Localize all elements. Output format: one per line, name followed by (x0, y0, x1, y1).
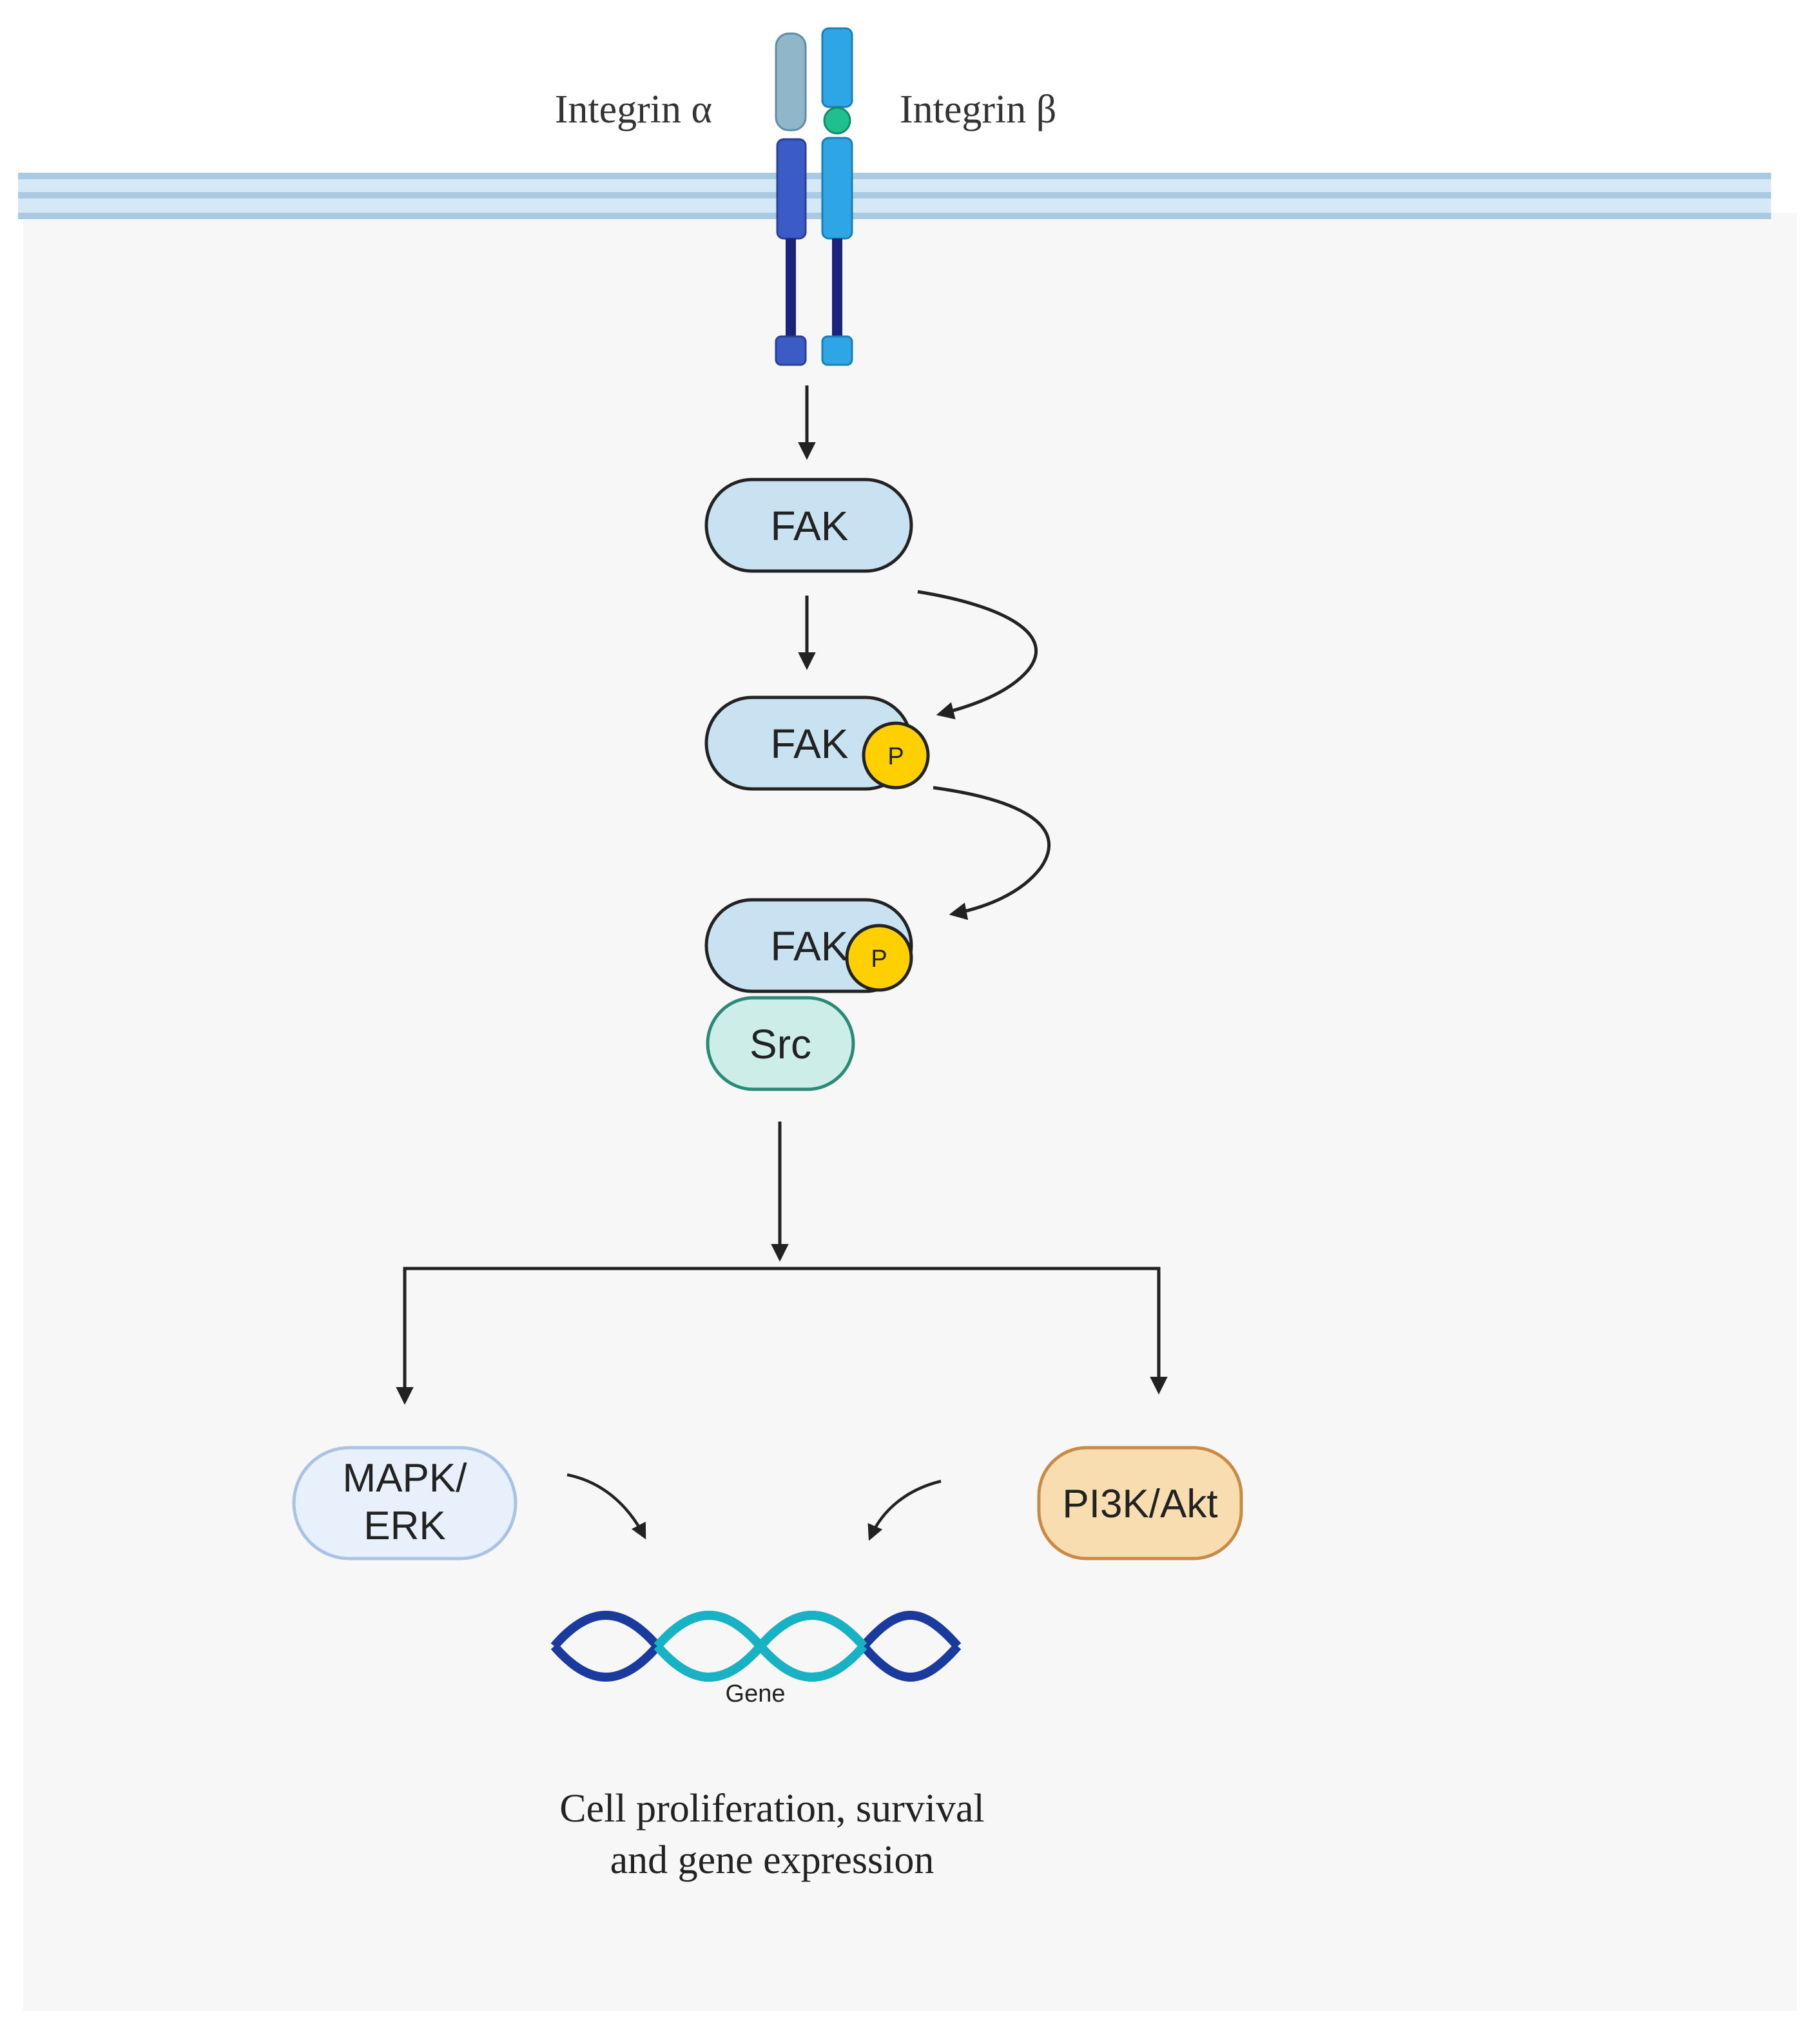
fak-src-fak-label: FAK (771, 923, 849, 969)
src-recruitment-arrow (933, 786, 1050, 920)
gene-label: Gene (726, 1680, 786, 1707)
cytoplasm (23, 213, 1797, 2011)
arrow-pi3k-to-gene (867, 1479, 942, 1541)
pfak-label: FAK (771, 721, 849, 767)
phosphate-icon (845, 924, 913, 992)
phosphorylated-fak-node: FAK P (704, 695, 930, 791)
binding-site-icon (823, 106, 851, 135)
integrin-alpha-receptor (775, 32, 807, 366)
phosphate-icon (862, 721, 930, 790)
arrow-mapk-to-gene (566, 1473, 646, 1540)
integrin-alpha-label: Integrin α (555, 88, 712, 131)
phosphate-label: P (887, 743, 904, 770)
src-node (706, 996, 855, 1091)
integrin-beta-receptor (821, 27, 853, 366)
autophosphorylation-arrow (917, 590, 1038, 720)
branch-arrows (396, 1122, 1168, 1405)
cell-membrane (18, 173, 1771, 219)
fak-label: FAK (771, 503, 849, 549)
phosphate-label: P (871, 946, 887, 973)
pi3k-akt-node: PI3K/Akt (1037, 1446, 1243, 1560)
mapk-label-line2: ERK (363, 1504, 445, 1548)
outcome-line1: Cell proliferation, survival (559, 1787, 984, 1831)
fak-node: FAK (704, 478, 913, 573)
mapk-erk-node: MAPK/ ERK (292, 1446, 518, 1560)
src-label: Src (750, 1021, 811, 1067)
mapk-label-line1: MAPK/ (343, 1456, 468, 1501)
pi3k-label: PI3K/Akt (1062, 1482, 1217, 1526)
fak-src-complex: FAK P Src (704, 898, 913, 1091)
gene-dna-icon (550, 1611, 962, 1682)
integrin-beta-label: Integrin β (900, 88, 1056, 131)
outcome-line2: and gene expression (610, 1838, 934, 1882)
